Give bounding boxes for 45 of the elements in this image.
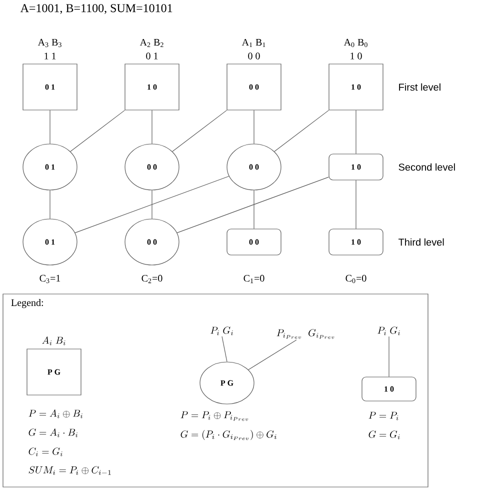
formula: $G=A_i\cdot B_i$ xyxy=(28,428,78,438)
connector-line xyxy=(388,336,390,377)
formula: $G=G_i$ xyxy=(368,430,400,440)
level-label: First level xyxy=(399,83,440,91)
formula: $P=A_i\oplus B_i$ xyxy=(28,410,83,418)
connector-line xyxy=(70,110,125,152)
carry-label: C$_{3}$=1 xyxy=(40,274,60,284)
bit-label: A$_{0}$ B$_{0}$ xyxy=(344,38,368,48)
level-box: P G xyxy=(26,348,82,396)
bit-label: $A_i\;B_i$ xyxy=(42,336,66,346)
bit-label: 1 1 xyxy=(44,52,56,60)
bit-label: A$_{2}$ B$_{2}$ xyxy=(140,38,164,48)
level-box: 1 0 xyxy=(328,64,384,110)
formula: $SUM_i=P_i\oplus C_{i-1}$ xyxy=(28,466,111,475)
formula: $G=(P_i\cdot G_{i_{Prev}})\oplus G_i$ xyxy=(180,430,276,440)
rounded-box: 1 0 xyxy=(328,228,384,256)
level-label: Third level xyxy=(398,238,444,246)
bit-label: 1 0 xyxy=(350,52,362,60)
formula: $C_i=G_i$ xyxy=(28,448,62,456)
connector-line xyxy=(74,176,230,234)
input-label: $P_{i_{Prev}}\;\;G_{i_{Prev}}$ xyxy=(276,329,334,339)
level-box: 0 1 xyxy=(22,64,78,110)
connector-line xyxy=(172,110,227,152)
connector-line xyxy=(176,176,329,234)
formula: $P=P_i\oplus P_{i_{Prev}}$ xyxy=(180,411,248,421)
rounded-box: 0 0 xyxy=(226,228,282,256)
level-box: 1 0 xyxy=(124,64,180,110)
connector-line xyxy=(248,340,297,370)
level-box: 0 0 xyxy=(226,64,282,110)
rounded-box: 1 0 xyxy=(362,376,416,402)
connector-line xyxy=(274,110,329,152)
carry-label: C$_{2}$=0 xyxy=(142,274,162,284)
title: A=1001, B=1100, SUM=10101 xyxy=(20,4,172,14)
bit-label: 0 0 xyxy=(248,52,260,60)
input-label: $P_i\;G_i$ xyxy=(210,326,233,336)
rounded-box: 1 0 xyxy=(328,154,384,180)
bit-label: 0 1 xyxy=(146,52,158,60)
bit-label: A$_{3}$ B$_{3}$ xyxy=(38,38,62,48)
formula: $P=P_i$ xyxy=(368,412,398,420)
carry-label: C$_{0}$=0 xyxy=(346,274,366,284)
level-label: Second level xyxy=(398,163,455,171)
input-label: $P_i\;G_i$ xyxy=(378,326,400,336)
bit-label: A$_{1}$ B$_{1}$ xyxy=(242,38,266,48)
carry-label: C$_{1}$=0 xyxy=(244,274,264,284)
connector-line xyxy=(222,336,228,362)
